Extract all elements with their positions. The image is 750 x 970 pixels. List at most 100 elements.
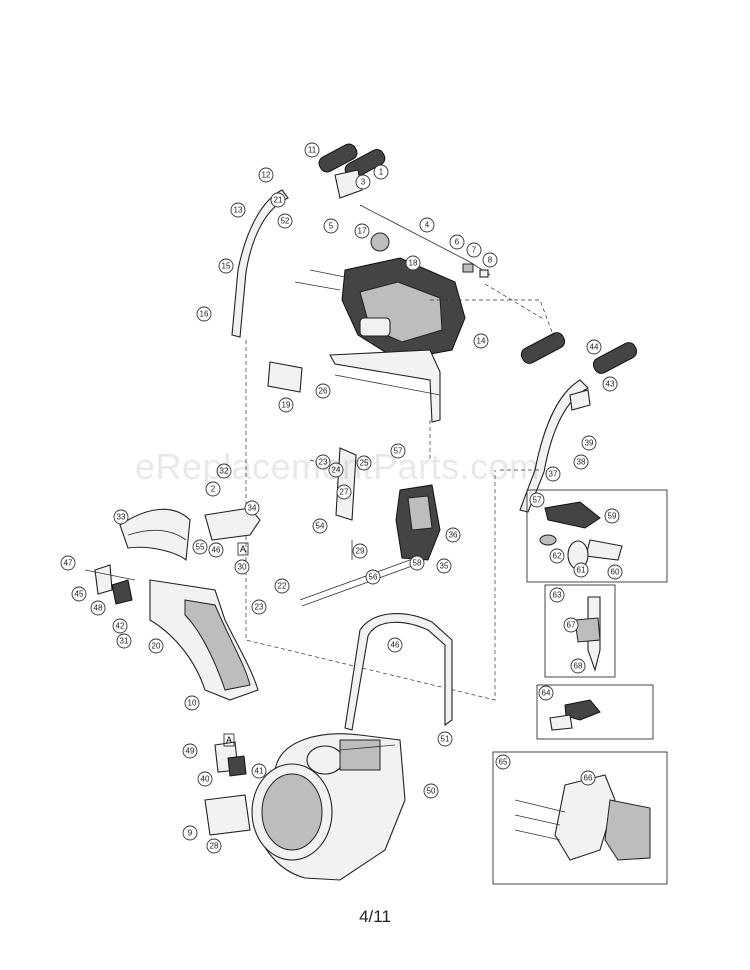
- callout-34: 34: [244, 500, 260, 516]
- callout-3: 3: [355, 174, 371, 190]
- callout-36: 36: [445, 527, 461, 543]
- callout-label: 15: [222, 262, 231, 271]
- callout-54: 54: [312, 518, 328, 534]
- drive-control-assembly: [299, 447, 441, 607]
- callout-label: 67: [567, 621, 576, 630]
- callout-12: 12: [258, 167, 274, 183]
- callout-26: 26: [315, 383, 331, 399]
- callout-10: 10: [184, 695, 200, 711]
- callout-label: 7: [472, 246, 477, 255]
- callout-23: 23: [251, 599, 267, 615]
- callout-label: 59: [608, 512, 617, 521]
- callout-label: 32: [220, 467, 229, 476]
- reference-mark: A: [226, 735, 232, 745]
- callout-label: 9: [188, 829, 193, 838]
- callout-50: 50: [423, 783, 439, 799]
- callout-20: 20: [148, 638, 164, 654]
- inset-65: [492, 751, 668, 885]
- callout-62: 62: [549, 548, 565, 564]
- callout-28: 28: [206, 838, 222, 854]
- callout-label: 64: [542, 689, 551, 698]
- callout-label: 58: [413, 559, 422, 568]
- callout-label: 24: [332, 466, 341, 475]
- callout-label: 10: [188, 699, 197, 708]
- callout-label: 14: [477, 337, 486, 346]
- callout-label: 25: [360, 459, 369, 468]
- reference-marks: A A: [223, 542, 249, 747]
- callout-55: 55: [192, 539, 208, 555]
- callout-30: 30: [234, 559, 250, 575]
- main-frame-housing: [204, 613, 453, 881]
- callout-46: 46: [387, 637, 403, 653]
- callout-label: 30: [238, 563, 247, 572]
- callout-label: 61: [577, 566, 586, 575]
- callout-label: 4: [425, 221, 430, 230]
- callout-40: 40: [197, 771, 213, 787]
- callout-label: 13: [234, 206, 243, 215]
- callout-label: 40: [201, 775, 210, 784]
- callout-16: 16: [196, 306, 212, 322]
- watermark: eReplacementParts.com: [135, 446, 540, 487]
- callout-label: 16: [200, 310, 209, 319]
- callout-58: 58: [409, 555, 425, 571]
- callout-22: 22: [274, 578, 290, 594]
- callout-label: 66: [584, 774, 593, 783]
- callout-label: 57: [394, 447, 403, 456]
- inset-63: [544, 584, 616, 678]
- callout-64: 64: [538, 685, 554, 701]
- callout-label: 5: [329, 222, 334, 231]
- callout-label: 31: [120, 637, 129, 646]
- callout-13: 13: [230, 202, 246, 218]
- callout-label: 18: [409, 259, 418, 268]
- callout-label: 19: [282, 401, 291, 410]
- callout-label: 1: [379, 168, 384, 177]
- callout-8: 8: [482, 252, 498, 268]
- callout-31: 31: [116, 633, 132, 649]
- callout-52: 52: [277, 213, 293, 229]
- callout-label: 38: [577, 458, 586, 467]
- callout-23: 23: [315, 454, 331, 470]
- callout-2: 2: [205, 481, 221, 497]
- callout-label: 56: [369, 573, 378, 582]
- callout-label: 39: [585, 439, 594, 448]
- callout-14: 14: [473, 333, 489, 349]
- callout-label: 34: [248, 504, 257, 513]
- inset-64: [536, 684, 654, 740]
- callout-label: 2: [211, 485, 216, 494]
- callout-6: 6: [449, 234, 465, 250]
- callout-49: 49: [182, 743, 198, 759]
- callout-label: 33: [117, 513, 126, 522]
- callout-11: 11: [304, 142, 320, 158]
- callout-label: 46: [212, 546, 221, 555]
- inset-57: [526, 489, 668, 583]
- callout-label: 3: [361, 178, 366, 187]
- callout-label: 43: [606, 380, 615, 389]
- reference-mark: A: [240, 544, 246, 554]
- callout-37: 37: [545, 466, 561, 482]
- callout-label: 50: [427, 787, 436, 796]
- callout-68: 68: [570, 658, 586, 674]
- callout-label: 35: [440, 562, 449, 571]
- discharge-chute-assembly: [84, 507, 261, 701]
- callout-46: 46: [208, 542, 224, 558]
- callout-17: 17: [354, 223, 370, 239]
- callout-label: 29: [356, 547, 365, 556]
- callout-label: 26: [319, 387, 328, 396]
- callout-24: 24: [328, 462, 344, 478]
- callout-label: 27: [340, 488, 349, 497]
- callout-label: 8: [488, 256, 493, 265]
- callout-29: 29: [352, 543, 368, 559]
- callout-43: 43: [602, 376, 618, 392]
- callout-label: 55: [196, 543, 205, 552]
- page-number: 4/11: [359, 907, 391, 926]
- callout-51: 51: [437, 731, 453, 747]
- callout-56: 56: [365, 569, 381, 585]
- callout-66: 66: [580, 770, 596, 786]
- callout-59: 59: [604, 508, 620, 524]
- callout-label: 49: [186, 747, 195, 756]
- callout-48: 48: [90, 600, 106, 616]
- callout-label: 44: [590, 343, 599, 352]
- callout-67: 67: [563, 617, 579, 633]
